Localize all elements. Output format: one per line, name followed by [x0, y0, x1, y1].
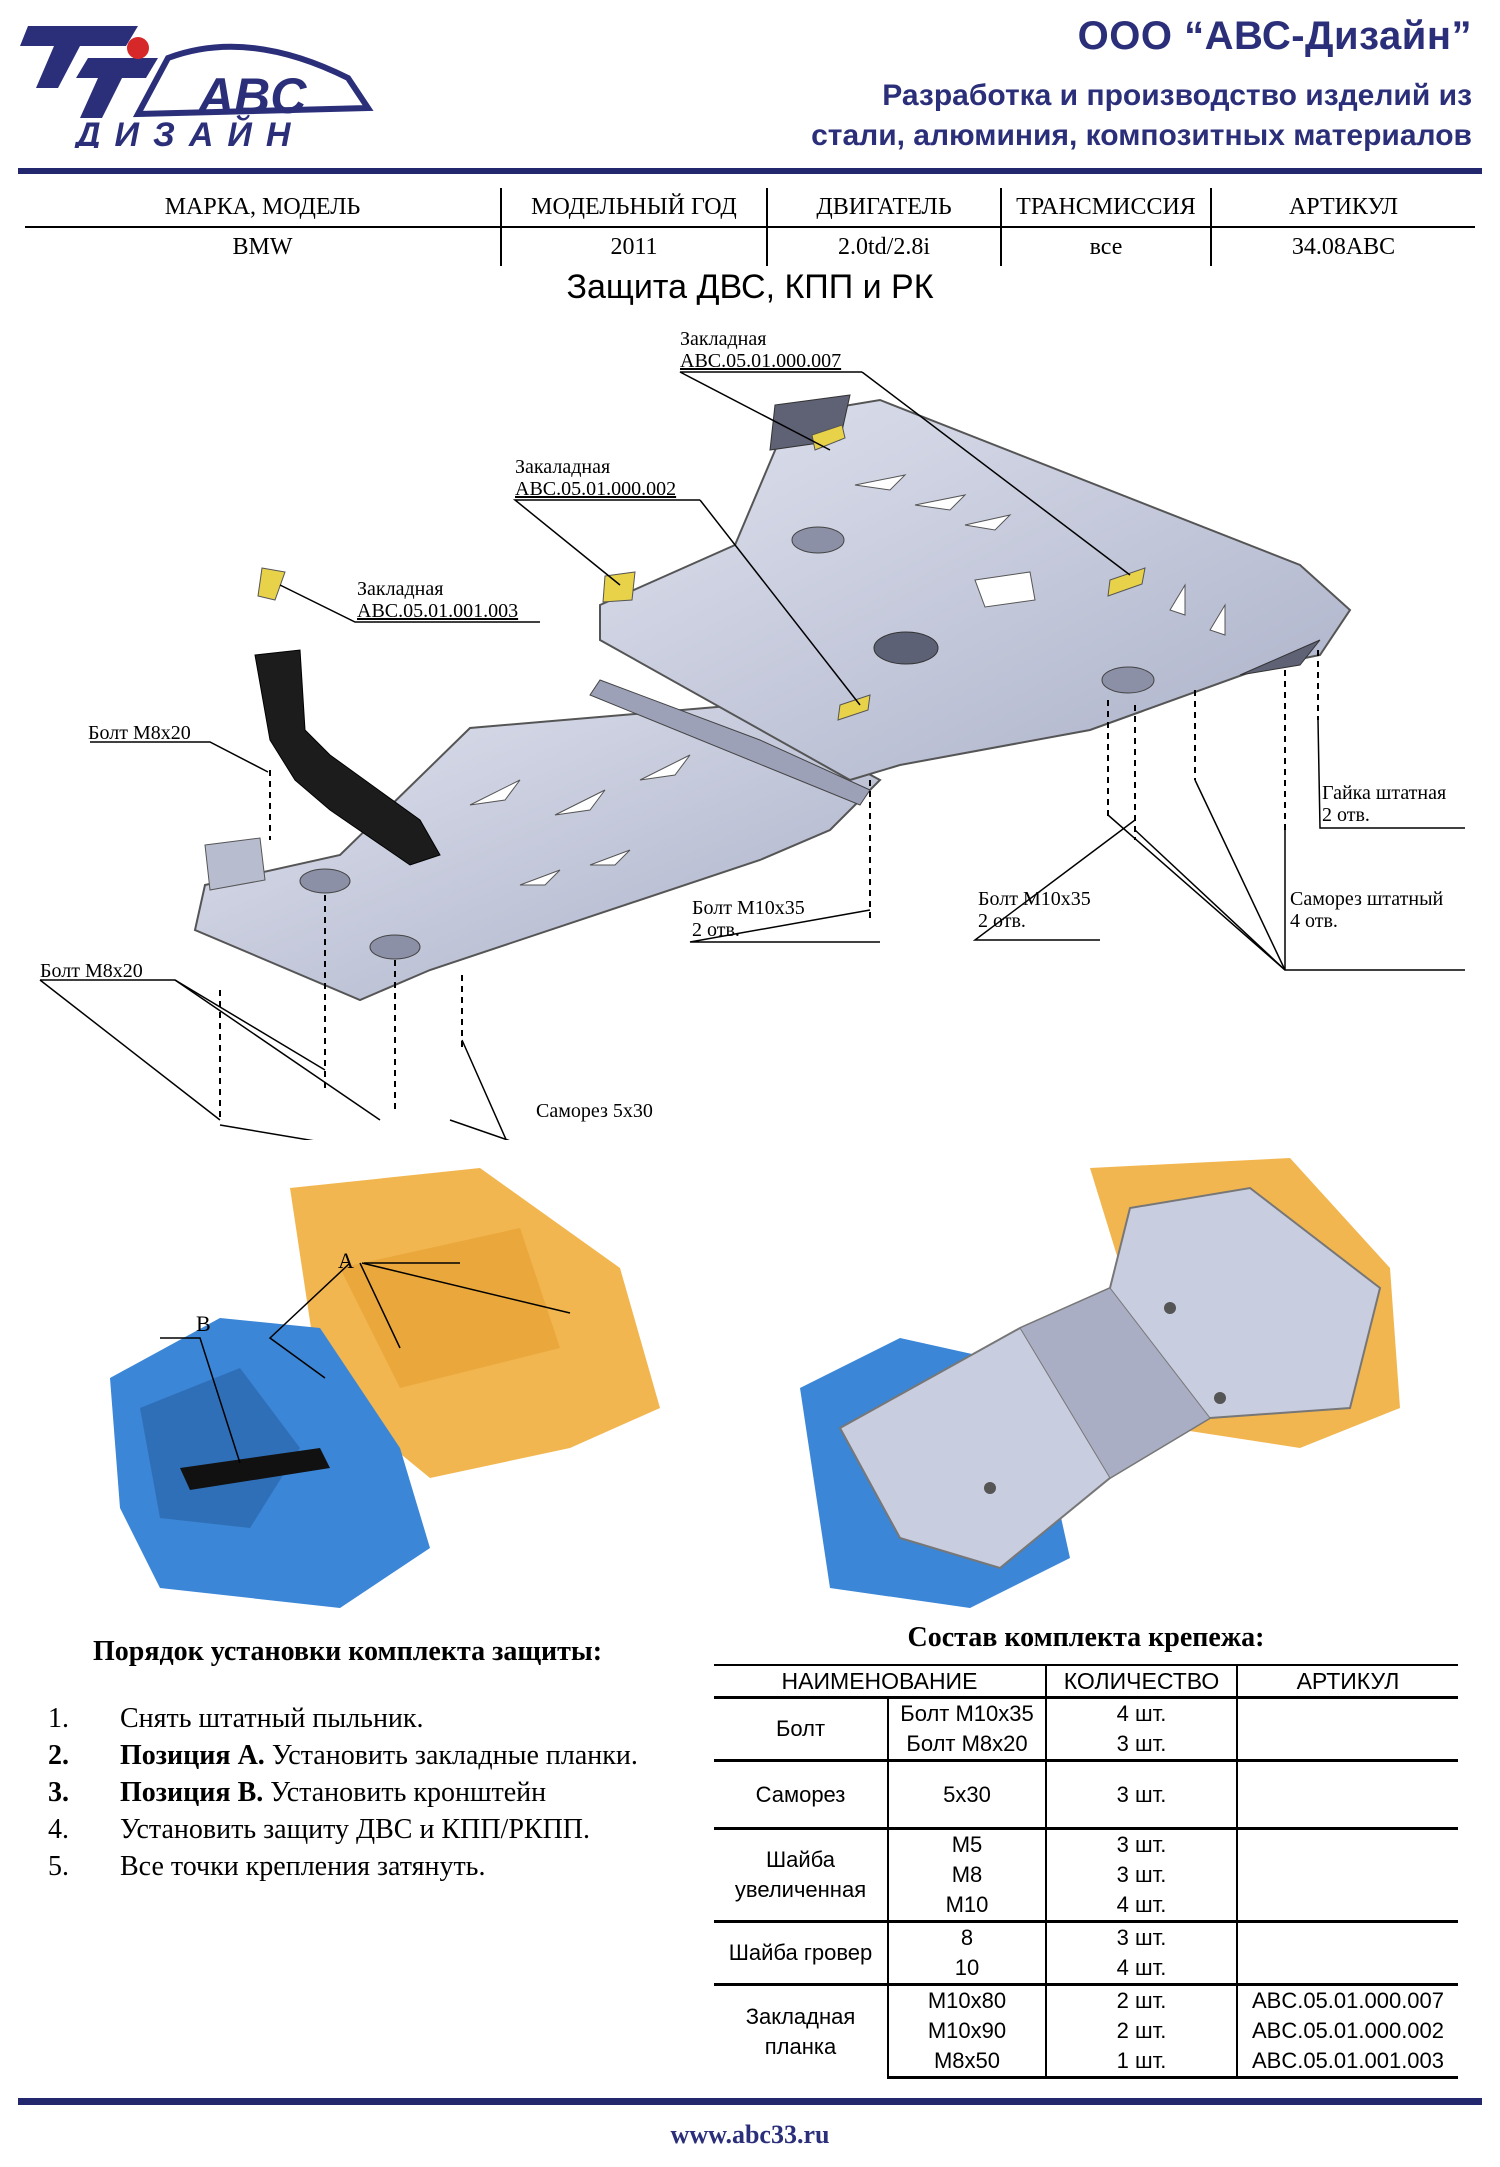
install-step: 1.Снять штатный пыльник.: [48, 1703, 424, 1734]
install-step: 3.Позиция В. Установить кронштейн: [48, 1777, 547, 1808]
kit-row: Саморез 5х30 3 шт.: [714, 1759, 1458, 1829]
label-samorez-std: Саморез штатный 4 отв.: [1290, 888, 1444, 932]
install-steps: 1.Снять штатный пыльник. 2.Позиция А. Ус…: [48, 1700, 708, 1885]
kit-row: М8 3 шт.: [714, 1860, 1458, 1890]
label-zakladnaya-007: Закладная ABC.05.01.000.007: [680, 328, 842, 372]
kit-row: М8х50 1 шт. ABC.05.01.001.003: [714, 2046, 1458, 2079]
install-heading: Порядок установки комплекта защиты:: [93, 1636, 603, 1667]
spec-header-row: МАРКА, МОДЕЛЬ МОДЕЛЬНЫЙ ГОД ДВИГАТЕЛЬ ТР…: [25, 188, 1475, 228]
spec-value-cell: все: [1000, 227, 1211, 266]
spec-value-cell: 34.08ABC: [1210, 227, 1475, 266]
vehicle-spec-table: МАРКА, МОДЕЛЬ МОДЕЛЬНЫЙ ГОД ДВИГАТЕЛЬ ТР…: [25, 188, 1475, 266]
kit-row: Болт Болт М10х35 4 шт.: [714, 1697, 1458, 1761]
company-name: ООО “АВС-Дизайн”: [1077, 14, 1472, 58]
kit-row: М10х90 2 шт. ABC.05.01.000.002: [714, 2016, 1458, 2046]
spec-value-cell: 2011: [500, 227, 767, 266]
company-logo: ABC ДИЗАЙН: [18, 18, 378, 154]
kit-heading: Состав комплекта крепежа:: [907, 1622, 1265, 1653]
transmission-skid-plate: [193, 703, 882, 1002]
page-title: Защита ДВС, КПП и РК: [566, 268, 934, 306]
spec-header-cell: ДВИГАТЕЛЬ: [766, 188, 1001, 228]
bracket-in-render: [180, 1448, 330, 1490]
kit-header-row: НАИМЕНОВАНИЕ КОЛИЧЕСТВО АРТИКУЛ: [714, 1664, 1458, 1699]
kit-row: Шайба увеличенная М5 3 шт.: [714, 1827, 1458, 1922]
kit-row: Шайба гровер 8 3 шт.: [714, 1920, 1458, 1985]
spec-value-cell: 2.0td/2.8i: [766, 227, 1001, 266]
company-tagline: Разработка и производство изделий из ста…: [811, 76, 1472, 156]
label-samorez: Саморез 5х30: [536, 1100, 653, 1122]
kit-row: Закладная планка М10х80 2 шт. ABC.05.01.…: [714, 1983, 1458, 2078]
label-bolt-m8-top: Болт М8х20: [88, 722, 191, 744]
exploded-diagram: Закладная ABC.05.01.000.007 Закаладная A…: [0, 310, 1500, 1206]
spec-value-row: BMW 2011 2.0td/2.8i все 34.08ABC: [25, 227, 1475, 266]
kit-row: 10 4 шт.: [714, 1953, 1458, 1985]
kit-col-qty: КОЛИЧЕСТВО: [1046, 1664, 1238, 1699]
label-zakladnaya-002: Закаладная ABC.05.01.000.002: [515, 456, 677, 500]
spec-header-cell: АРТИКУЛ: [1210, 188, 1475, 228]
spec-value-cell: BMW: [232, 233, 293, 260]
label-nut: Гайка штатная 2 отв.: [1322, 782, 1447, 826]
photo-label-b: B: [196, 1311, 211, 1336]
kit-col-name: НАИМЕНОВАНИЕ: [714, 1664, 1047, 1699]
engine-skid-plate: [599, 394, 1352, 782]
label-bolt-m10-a: Болт М10х35 2 отв.: [692, 897, 805, 941]
svg-text:ДИЗАЙН: ДИЗАЙН: [73, 115, 304, 148]
header-rule: [18, 168, 1482, 174]
spec-header-cell: ТРАНСМИССИЯ: [1000, 188, 1211, 228]
install-step: 2.Позиция А. Установить закладные планки…: [48, 1740, 638, 1771]
kit-row: М10 4 шт.: [714, 1890, 1458, 1922]
underbody-render-right: [790, 1148, 1430, 1608]
install-step: 5.Все точки крепления затянуть.: [48, 1851, 486, 1882]
install-step: 4.Установить защиту ДВС и КПП/РКПП.: [48, 1814, 591, 1845]
label-bolt-m10-b: Болт М10х35 2 отв.: [978, 888, 1091, 932]
fastener-kit-table: НАИМЕНОВАНИЕ КОЛИЧЕСТВО АРТИКУЛ Болт Бол…: [714, 1664, 1458, 2079]
fastener-lines: [219, 650, 1319, 1120]
kit-col-art: АРТИКУЛ: [1237, 1664, 1458, 1699]
spec-header-cell: МОДЕЛЬНЫЙ ГОД: [500, 188, 767, 228]
underbody-render-left: A B: [100, 1148, 740, 1608]
label-bolt-m8-bottom: Болт М8х20: [40, 960, 143, 982]
footer-rule: [18, 2098, 1482, 2105]
bracket-b: [254, 649, 441, 866]
spec-header-cell: МАРКА, МОДЕЛЬ: [25, 188, 501, 228]
kit-row: Болт М8х20 3 шт.: [714, 1729, 1458, 1761]
install-section: Порядок установки комплекта защиты: 1.Сн…: [48, 1636, 708, 1885]
tagline-line-2: стали, алюминия, композитных материалов: [811, 119, 1472, 152]
photo-label-a: A: [338, 1248, 354, 1273]
svg-text:ABC: ABC: [196, 68, 307, 124]
embedded-plates: [257, 424, 1146, 721]
tagline-line-1: Разработка и производство изделий из: [882, 79, 1472, 112]
label-zakladnaya-003: Закладная ABC.05.01.001.003: [357, 578, 519, 622]
footer-url[interactable]: www.abc33.ru: [670, 2120, 830, 2149]
